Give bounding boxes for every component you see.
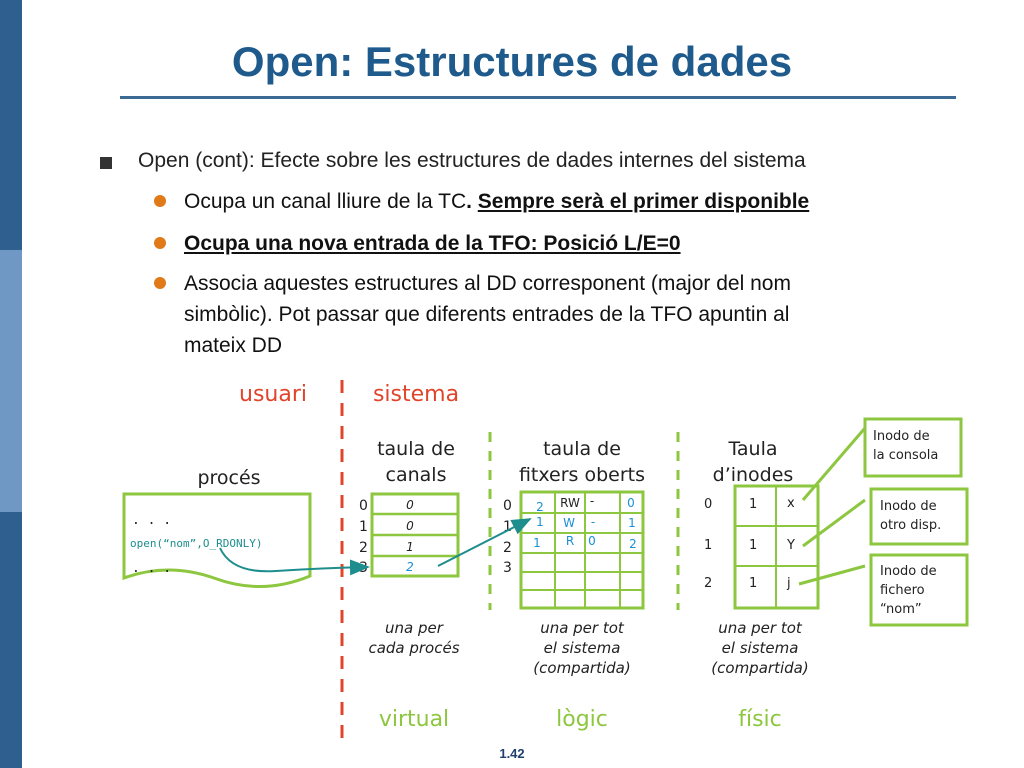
inode-device-line2: otro disp. [880, 518, 941, 533]
ti-name: j [786, 576, 791, 591]
tfo-inode: 2 [629, 537, 637, 551]
title-rule [120, 96, 956, 99]
tc-index: 1 [359, 519, 368, 535]
ti-name: Y [786, 538, 795, 553]
arrow-channel-to-tfo [437, 518, 532, 567]
sub-bullet-3-line2: simbòlic). Pot passar que diferents entr… [184, 303, 790, 326]
label-fisic: físic [738, 707, 782, 732]
main-bullet-text: Open (cont): Efecte sobre les estructure… [138, 149, 806, 172]
sub-bullet-2-text: Ocupa una nova entrada de la TFO: Posici… [184, 232, 681, 255]
code-line-3: . . . [132, 561, 171, 576]
tfo-title-2: fitxers oberts [519, 464, 645, 486]
inode-file-line3: “nom” [880, 602, 922, 617]
channel-table [370, 492, 460, 578]
tfo-refs: 1 [536, 515, 544, 529]
tfo-inode: 1 [628, 516, 636, 530]
inode-file-line1: Inodo de [880, 564, 937, 579]
label-logic: lògic [556, 707, 608, 732]
inode-device-box [869, 487, 969, 546]
circle-bullet-icon [154, 195, 166, 207]
tfo-index: 2 [503, 540, 512, 556]
tc-index: 0 [359, 498, 368, 514]
tc-value: 1 [406, 540, 414, 554]
tfo-index: 1 [503, 519, 512, 535]
tc-title-1: taula de [377, 438, 455, 460]
tfo-refs: 2 [536, 500, 544, 514]
tfo-index: 3 [503, 560, 512, 576]
note-tc-2: cada procés [368, 639, 459, 657]
tfo-title-1: taula de [543, 438, 621, 460]
ti-title-2: d’inodes [713, 464, 794, 486]
note-tfo-3: (compartida) [533, 659, 630, 677]
connector-inode-0 [801, 427, 867, 501]
tc-value: 0 [406, 519, 414, 533]
code-line-1: . . . [132, 513, 171, 528]
ti-refs: 1 [749, 538, 757, 553]
code-open-call: open(“nom”,O_RDONLY) [130, 537, 262, 550]
tfo-index: 0 [503, 498, 512, 514]
note-tfo-1: una per tot [540, 619, 625, 637]
tfo-refs: 1 [533, 536, 541, 550]
label-usuari: usuari [239, 382, 307, 407]
ti-title-1: Taula [727, 438, 777, 460]
ti-refs: 1 [749, 497, 757, 512]
ti-name: x [787, 496, 795, 511]
note-tc-1: una per [385, 619, 444, 637]
inode-device-line1: Inodo de [880, 499, 937, 514]
sub-bullet-1: Ocupa un canal lliure de la TC. Sempre s… [154, 186, 954, 217]
tc-value: 2 [406, 560, 414, 574]
tfo-pos: 0 [588, 534, 596, 548]
note-ti-1: una per tot [718, 619, 803, 637]
proces-label: procés [197, 467, 260, 489]
ti-refs: 1 [749, 576, 757, 591]
ti-index: 0 [704, 497, 712, 512]
page-number: 1.42 [499, 746, 525, 761]
note-ti-3: (compartida) [711, 659, 808, 677]
inode-file-line2: fichero [880, 583, 925, 598]
arrow-open-to-channel [219, 547, 370, 576]
inode-console-line2: la consola [873, 448, 938, 463]
inode-console-box [863, 417, 963, 478]
label-sistema: sistema [373, 382, 459, 407]
tfo-mode: RW [560, 496, 580, 510]
open-file-table [519, 490, 645, 610]
connector-inode-1 [802, 498, 866, 548]
inode-table [733, 484, 820, 610]
tc-title-2: canals [386, 464, 447, 486]
process-box [122, 492, 312, 589]
ti-index: 1 [704, 538, 712, 553]
square-bullet-icon [100, 157, 112, 169]
note-ti-2: el sistema [722, 639, 799, 657]
connector-inode-2 [798, 564, 866, 586]
inode-file-box [869, 553, 969, 627]
sub-bullet-1-bold: Sempre serà el primer disponible [477, 190, 810, 213]
tfo-mode: R [566, 534, 574, 548]
tc-index: 2 [359, 540, 368, 556]
sub-bullet-3: Associa aquestes estructures al DD corre… [154, 268, 954, 361]
tfo-pos: - [590, 494, 594, 508]
circle-bullet-icon [154, 237, 166, 249]
inode-console-line1: Inodo de [873, 429, 930, 444]
tfo-mode: W [563, 516, 575, 530]
tfo-inode: 0 [627, 496, 635, 510]
sub-bullet-1-text: Ocupa un canal lliure de la TC [184, 190, 467, 213]
tfo-pos: - [591, 515, 595, 529]
circle-bullet-icon [154, 277, 166, 289]
left-accent-bar [0, 0, 22, 768]
tc-value: 0 [406, 498, 414, 512]
note-tfo-2: el sistema [544, 639, 621, 657]
ti-index: 2 [704, 576, 712, 591]
sub-bullet-3-line1: Associa aquestes estructures al DD corre… [184, 272, 791, 295]
slide-title: Open: Estructures de dades [231, 38, 793, 85]
label-virtual: virtual [379, 707, 449, 732]
sub-bullet-2: Ocupa una nova entrada de la TFO: Posici… [154, 228, 954, 259]
sub-bullet-3-line3: mateix DD [184, 334, 283, 357]
